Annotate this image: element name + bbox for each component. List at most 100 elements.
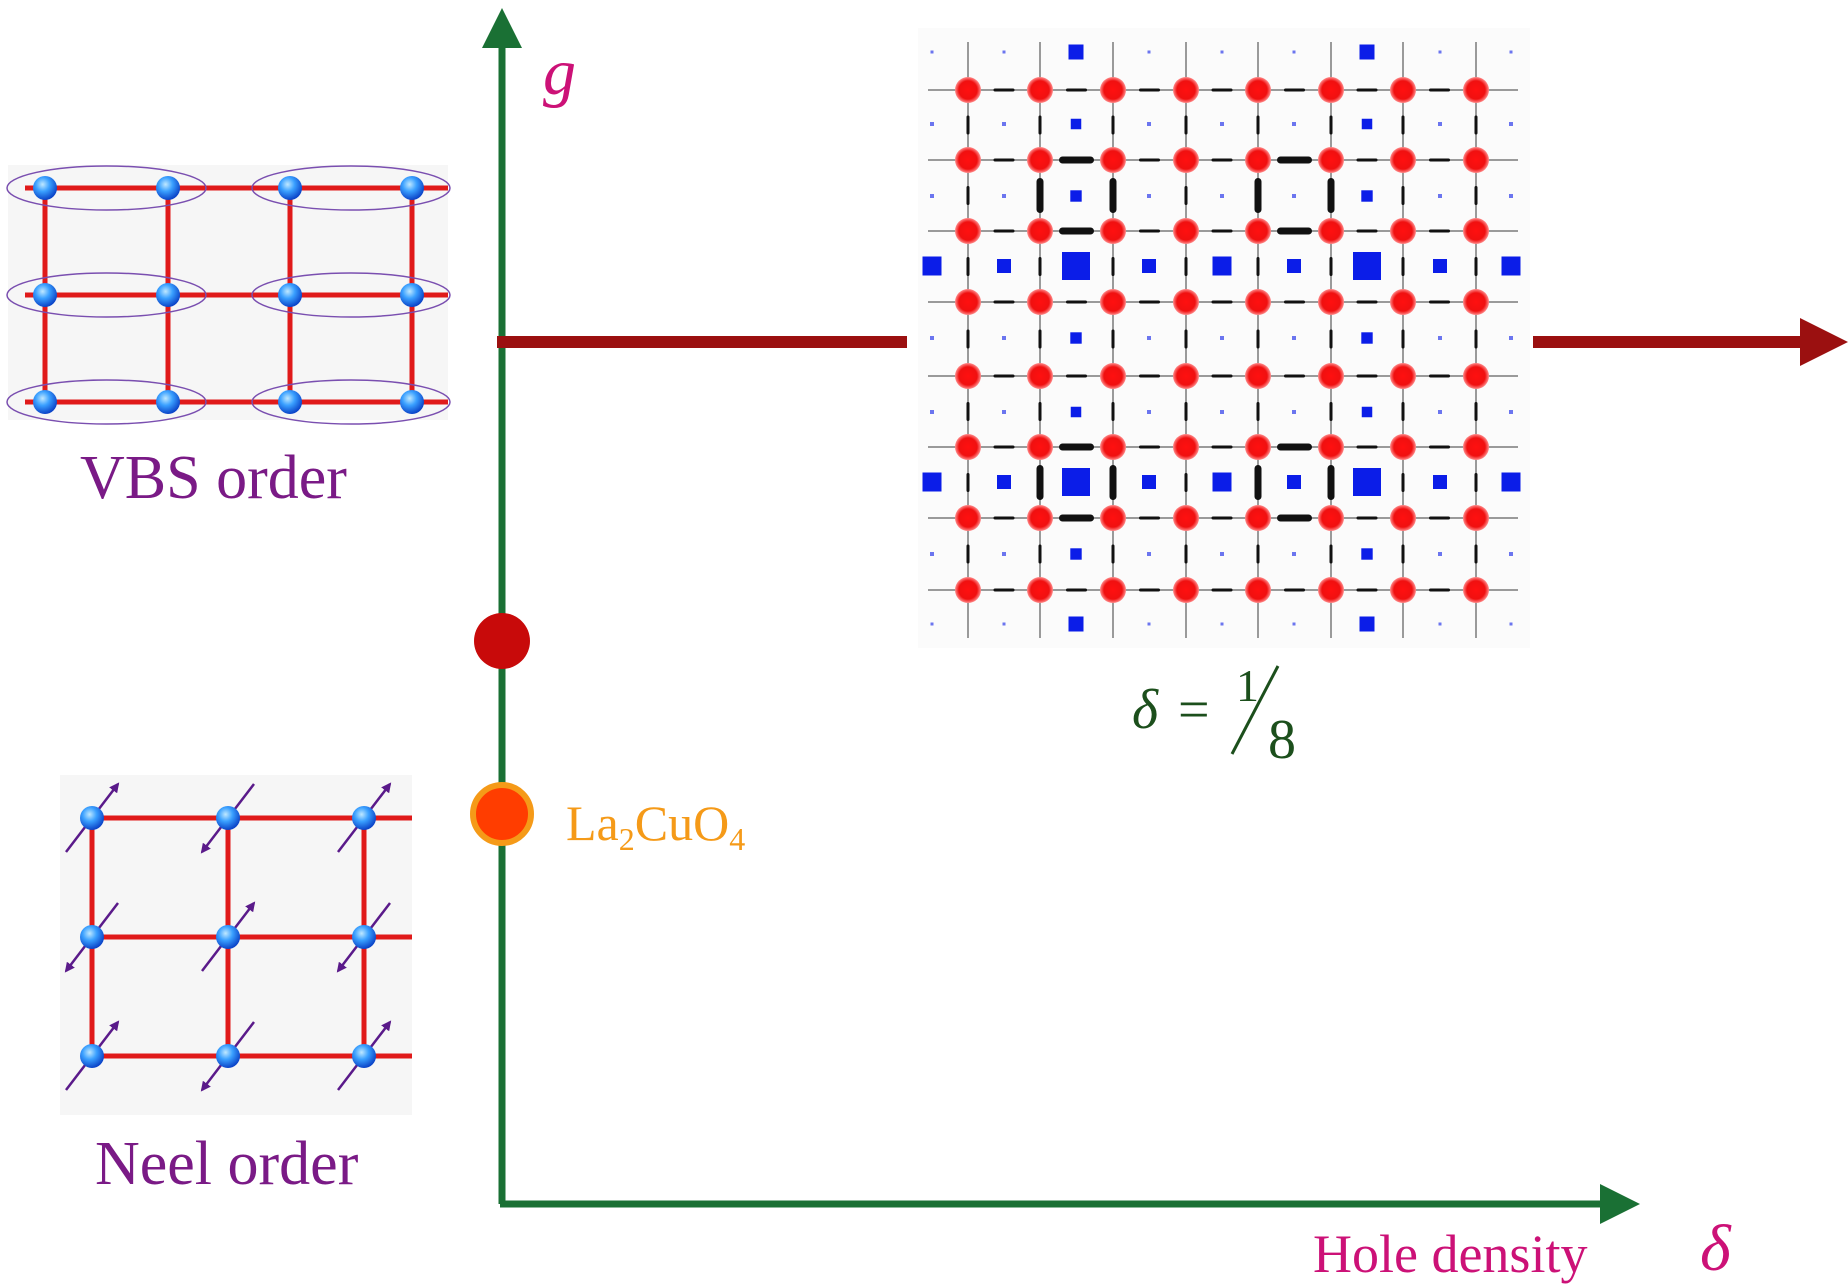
stripe-site-icon <box>1173 363 1199 389</box>
stripe-charge-square <box>1069 45 1084 60</box>
stripe-site-icon <box>1390 77 1416 103</box>
stripe-charge-square <box>1287 475 1301 489</box>
stripe-site-icon <box>1390 577 1416 603</box>
critical-point <box>474 613 530 669</box>
stripe-charge-square <box>931 51 934 54</box>
stripe-site-icon <box>1318 147 1344 173</box>
stripe-charge-square <box>1220 410 1224 414</box>
stripe-site-icon <box>1027 505 1053 531</box>
stripe-charge-square <box>1220 552 1224 556</box>
stripe-charge-square <box>1438 336 1442 340</box>
la2cuo4-point <box>473 785 531 843</box>
stripe-charge-square <box>1221 51 1224 54</box>
stripe-charge-square <box>1509 194 1513 198</box>
stripe-charge-square <box>1509 552 1513 556</box>
stripe-charge-square <box>1439 623 1442 626</box>
stripe-site-icon <box>1318 505 1344 531</box>
stripe-charge-square <box>930 336 934 340</box>
stripe-charge-square <box>1510 51 1513 54</box>
stripe-charge-square <box>1003 51 1006 54</box>
stripe-charge-square <box>1287 259 1301 273</box>
stripe-charge-square <box>1509 336 1513 340</box>
stripe-charge-square <box>1220 336 1224 340</box>
stripe-site-icon <box>1173 505 1199 531</box>
stripe-charge-square <box>1220 194 1224 198</box>
stripe-site-icon <box>1027 577 1053 603</box>
stripe-site-icon <box>1173 577 1199 603</box>
y-axis-symbol: g <box>543 40 576 106</box>
stripe-charge-square <box>1221 623 1224 626</box>
y-axis-arrowhead <box>482 8 522 48</box>
stripe-site-icon <box>1245 218 1271 244</box>
stripe-site-icon <box>1390 434 1416 460</box>
stripe-charge-square <box>1070 548 1081 559</box>
stripe-charge-square <box>1147 336 1151 340</box>
stripe-site-icon <box>1245 77 1271 103</box>
neel-lattice <box>60 775 412 1115</box>
spin-site-icon <box>400 176 424 200</box>
spin-site-icon <box>33 390 57 414</box>
spin-site-icon <box>156 390 180 414</box>
spin-site-icon <box>352 1044 376 1068</box>
stripe-charge-square <box>1002 194 1006 198</box>
stripe-site-icon <box>1173 289 1199 315</box>
stripe-site-icon <box>1390 505 1416 531</box>
stripe-site-icon <box>1100 434 1126 460</box>
stripe-charge-square <box>1438 122 1442 126</box>
stripe-site-icon <box>1390 218 1416 244</box>
stripe-charge-square <box>930 194 934 198</box>
spin-site-icon <box>33 176 57 200</box>
stripe-charge-square <box>1438 410 1442 414</box>
stripe-site-icon <box>1318 577 1344 603</box>
stripe-site-icon <box>1100 77 1126 103</box>
spin-site-icon <box>80 806 104 830</box>
stripe-site-icon <box>1390 147 1416 173</box>
stripe-charge-square <box>930 552 934 556</box>
stripe-charge-square <box>1147 552 1151 556</box>
phase-boundary-arrowhead <box>1800 318 1848 366</box>
stripe-site-icon <box>1173 77 1199 103</box>
stripe-charge-square <box>1293 623 1296 626</box>
stripe-site-icon <box>1173 218 1199 244</box>
stripe-site-icon <box>1463 363 1489 389</box>
stripe-charge-square <box>1142 259 1156 273</box>
stripe-site-icon <box>955 77 981 103</box>
stripe-charge-square <box>1353 468 1381 496</box>
stripe-site-icon <box>1245 289 1271 315</box>
stripe-charge-square <box>923 473 942 492</box>
stripe-charge-square <box>1003 623 1006 626</box>
stripe-charge-square <box>1362 119 1373 130</box>
stripe-site-icon <box>1245 147 1271 173</box>
stripe-site-icon <box>1027 77 1053 103</box>
stripe-site-icon <box>1318 218 1344 244</box>
stripe-site-icon <box>1318 434 1344 460</box>
stripe-charge-square <box>930 122 934 126</box>
x-axis-symbol: δ <box>1700 1216 1731 1282</box>
stripe-charge-square <box>1062 468 1090 496</box>
stripe-site-icon <box>1463 218 1489 244</box>
stripe-charge-square <box>1362 407 1373 418</box>
stripe-site-icon <box>955 434 981 460</box>
spin-site-icon <box>278 283 302 307</box>
vbs-lattice <box>7 165 450 424</box>
stripe-site-icon <box>955 147 981 173</box>
stripe-charge-square <box>997 259 1011 273</box>
stripe-charge-square <box>1292 122 1296 126</box>
stripe-charge-square <box>1509 122 1513 126</box>
stripe-site-icon <box>1027 218 1053 244</box>
stripe-site-icon <box>955 289 981 315</box>
stripe-charge-square <box>1002 336 1006 340</box>
spin-site-icon <box>216 806 240 830</box>
stripe-site-icon <box>1463 577 1489 603</box>
stripe-site-icon <box>1173 434 1199 460</box>
stripe-site-icon <box>955 218 981 244</box>
stripe-charge-square <box>1147 194 1151 198</box>
spin-site-icon <box>400 283 424 307</box>
stripe-charge-square <box>1148 623 1151 626</box>
stripe-charge-square <box>1438 552 1442 556</box>
stripe-charge-square <box>1002 122 1006 126</box>
stripe-charge-square <box>1361 190 1372 201</box>
stripe-site-icon <box>1463 147 1489 173</box>
stripe-site-icon <box>955 505 981 531</box>
